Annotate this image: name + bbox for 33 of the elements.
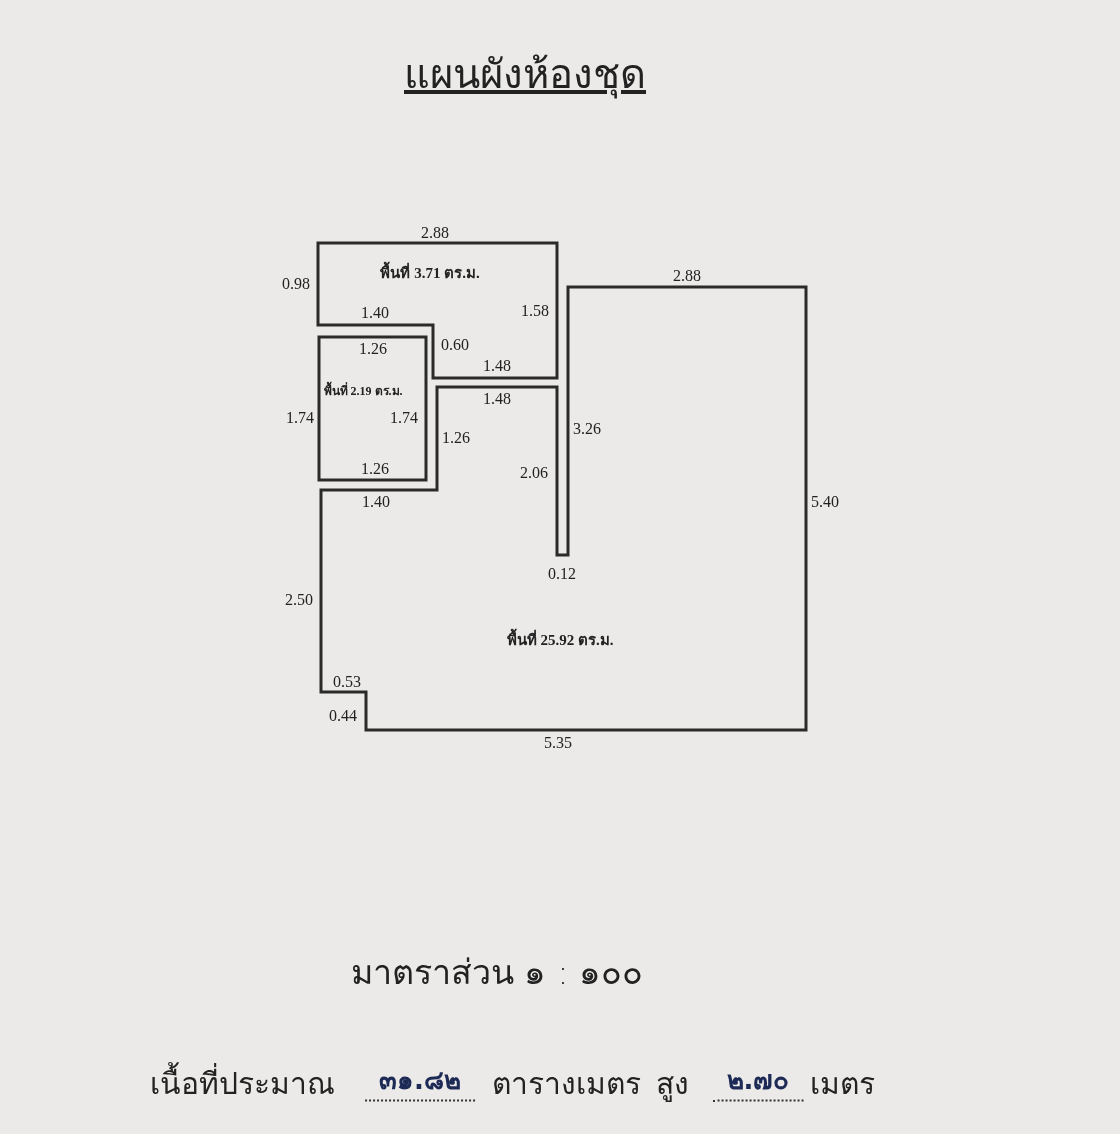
form-text: เนื้อที่ประมาณ <box>149 1059 335 1107</box>
dimension-label: 5.35 <box>544 734 572 752</box>
scale-note: มาตราส่วน ๑ : ๑๐๐ <box>350 951 644 994</box>
dimension-label: 0.44 <box>329 707 357 725</box>
dimension-label: 1.40 <box>362 493 390 511</box>
dimension-label: 1.40 <box>361 304 389 322</box>
dimension-label: 0.98 <box>282 275 310 293</box>
plan-title: แผนผังห้องชุด <box>404 50 646 101</box>
dimension-label: 0.60 <box>441 336 469 354</box>
dimension-label: 2.88 <box>421 224 449 242</box>
dimension-label: 5.40 <box>811 493 839 511</box>
form-text: เมตร <box>809 1064 875 1103</box>
dimension-label: 1.48 <box>483 390 511 408</box>
dimension-label: 2.88 <box>673 267 701 285</box>
area-label: พื้นที่ 25.92 ตร.ม. <box>506 628 614 652</box>
fill-in-value: ๓๑.๘๒ <box>365 1058 475 1102</box>
form-text: ตารางเมตร <box>491 1064 641 1103</box>
dimension-label: 0.53 <box>333 673 361 691</box>
dimension-label: 1.26 <box>442 429 470 447</box>
form-text: สูง <box>655 1064 689 1104</box>
dimension-label: 1.26 <box>359 340 387 358</box>
fill-in-value: ๒.๗๐ <box>712 1058 804 1102</box>
area-label: พื้นที่ 3.71 ตร.ม. <box>380 261 480 285</box>
dimension-label: 1.74 <box>390 409 418 427</box>
dimension-label: 0.12 <box>548 565 576 583</box>
area-label: พื้นที่ 2.19 ตร.ม. <box>323 380 403 400</box>
dimension-label: 2.06 <box>520 464 548 482</box>
dimension-label: 1.74 <box>286 409 314 427</box>
dimension-label: 3.26 <box>573 420 601 438</box>
dimension-label: 2.50 <box>285 591 313 609</box>
dimension-label: 1.58 <box>521 302 549 320</box>
dimension-label: 1.26 <box>361 460 389 478</box>
dimension-label: 1.48 <box>483 357 511 375</box>
